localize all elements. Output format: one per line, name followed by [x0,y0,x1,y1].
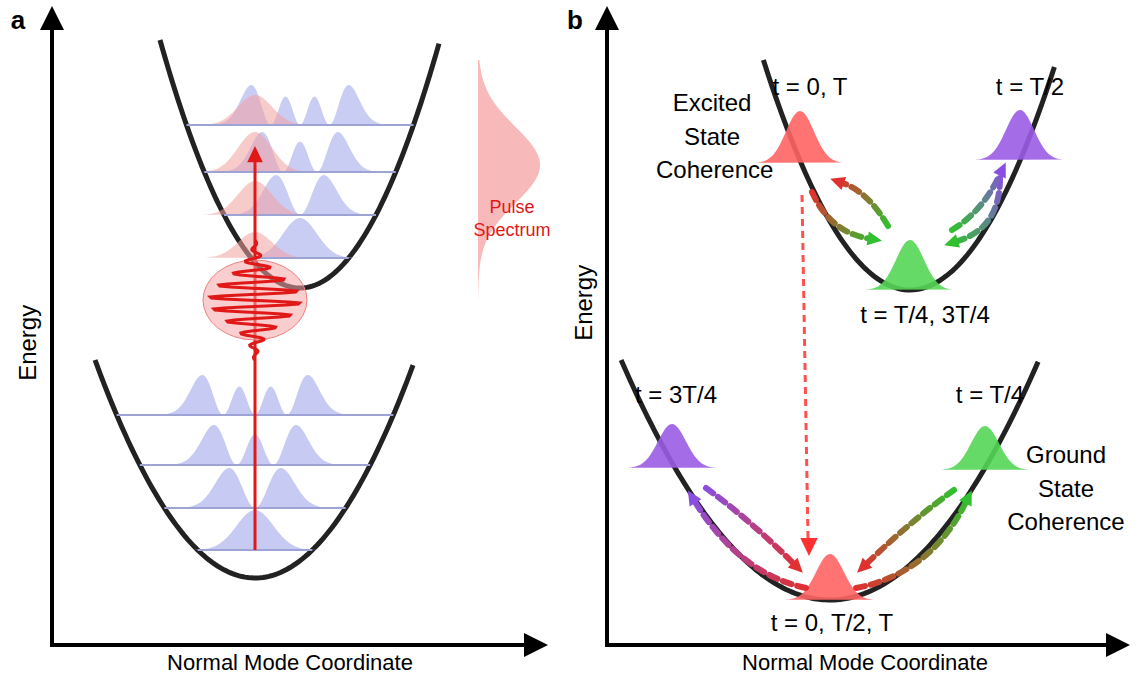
energy-level [224,214,376,216]
wavefunction [190,85,411,125]
motion-arrow [843,183,888,226]
motion-arrow [706,488,793,563]
arrowhead [788,558,803,573]
arrowhead [830,177,846,190]
motion-arrow [867,490,954,563]
time-label: t = T/4, 3T/4 [825,298,1025,332]
wavefunction [190,218,411,258]
panel-b-illustration [621,60,1064,600]
time-label: t = 0, T/2, T [732,606,932,640]
energy-level [251,257,348,259]
motion-arrow [856,503,966,588]
arrowhead [867,231,882,245]
arrowhead [688,491,702,507]
spectrum-label: Pulse Spectrum [457,196,567,241]
wavepacket [940,426,1028,470]
motion-arrow [695,502,806,588]
axis-title: Energy [11,283,45,403]
energy-level [204,171,396,173]
axes [40,6,1130,657]
arrowhead [944,234,960,247]
wavefunction [190,175,411,215]
panel-a-illustration [95,40,540,578]
wavepacket [785,554,874,600]
wavepacket [755,111,844,163]
arrowhead [993,162,1006,178]
transfer-arrow [802,195,808,538]
panel-letter: a [3,2,33,38]
wavepacket [865,240,954,290]
axis-title: Normal Mode Coordinate [705,648,1025,679]
arrowhead [247,146,263,162]
arrowhead [800,538,817,556]
potential-curve [160,40,439,288]
state-label: Ground State Coherence [1005,438,1127,539]
wavepacket [627,424,716,468]
wavefunction [190,132,411,172]
wavepacket [975,110,1063,160]
pulse-field [210,240,299,360]
motion-arrow [812,192,868,238]
time-label: t = T/4 [925,378,1055,412]
time-label: t = 0, T [740,70,880,104]
motion-arrow [952,175,1000,230]
state-label: Excited State Coherence [656,86,768,187]
arrowhead [959,490,972,506]
arrowhead [857,558,872,573]
time-label: t = T/2 [960,70,1100,104]
energy-level [186,124,413,126]
pulse-spectrum [478,60,540,300]
axis-title: Normal Mode Coordinate [130,648,450,679]
panel-letter: b [560,2,590,38]
wavepacket [201,95,309,125]
axis-title: Energy [567,243,601,363]
time-label: t = 3T/4 [611,378,741,412]
